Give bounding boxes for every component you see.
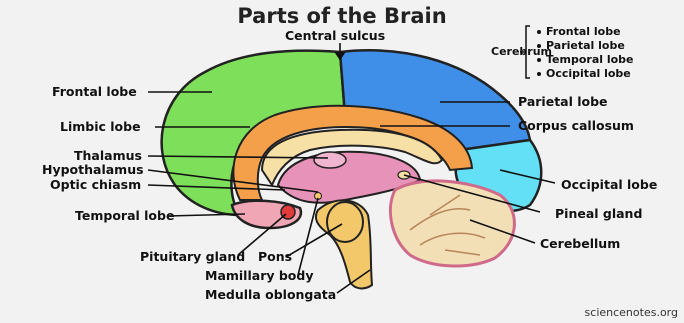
label-limbic-lobe: Limbic lobe <box>60 120 141 134</box>
label-pineal-gland: Pineal gland <box>555 207 642 221</box>
label-parietal-lobe: Parietal lobe <box>518 95 608 109</box>
pons-shape <box>327 202 363 242</box>
legend-item-occipital: Occipital lobe <box>546 67 631 80</box>
cerebellum-region <box>390 181 514 266</box>
label-medulla-oblongata: Medulla oblongata <box>205 288 336 302</box>
label-optic-chiasm: Optic chiasm <box>50 178 141 192</box>
label-temporal-lobe: Temporal lobe <box>75 209 174 223</box>
label-corpus-callosum: Corpus callosum <box>518 119 634 133</box>
label-thalamus: Thalamus <box>74 149 142 163</box>
legend-item-parietal: Parietal lobe <box>546 39 625 52</box>
label-occipital-lobe: Occipital lobe <box>561 178 657 192</box>
legend-item-temporal: Temporal lobe <box>546 53 634 66</box>
label-hypothalamus: Hypothalamus <box>42 163 144 177</box>
label-pons: Pons <box>258 250 292 264</box>
legend-group-label: Cerebrum <box>491 45 552 58</box>
label-central-sulcus: Central sulcus <box>285 29 385 43</box>
label-frontal-lobe: Frontal lobe <box>52 85 137 99</box>
label-mamillary-body: Mamillary body <box>205 269 313 283</box>
thalamus-shape <box>314 152 346 168</box>
credit-text: sciencenotes.org <box>585 306 678 319</box>
label-pituitary-gland: Pituitary gland <box>140 250 245 264</box>
label-cerebellum: Cerebellum <box>540 237 620 251</box>
legend-item-frontal: Frontal lobe <box>546 25 621 38</box>
